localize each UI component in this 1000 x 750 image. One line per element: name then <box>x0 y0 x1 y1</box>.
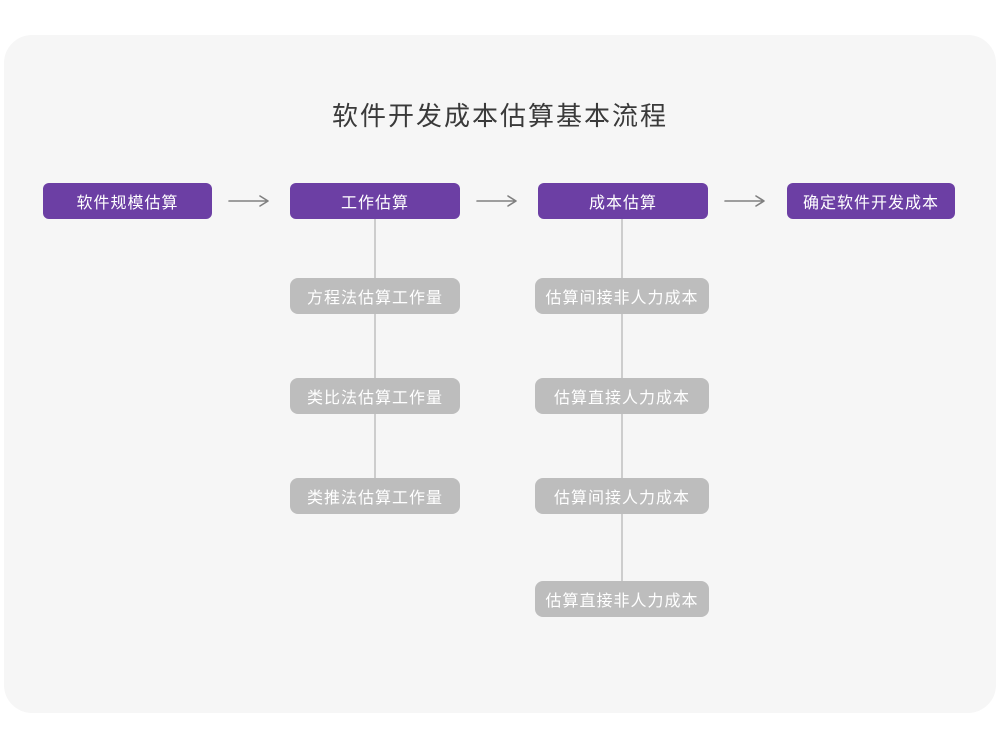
substep-indirect-labor-cost: 估算间接人力成本 <box>535 478 709 514</box>
step-label: 软件规模估算 <box>76 195 179 212</box>
substep-equation-method: 方程法估算工作量 <box>290 278 460 314</box>
substep-label: 估算直接非人力成本 <box>545 593 699 610</box>
step-label: 工作估算 <box>340 195 409 212</box>
step-work-estimation: 工作估算 <box>290 183 460 219</box>
step-label: 成本估算 <box>588 195 657 212</box>
substep-label: 估算间接非人力成本 <box>545 290 699 307</box>
substep-direct-nonlabor-cost: 估算直接非人力成本 <box>535 581 709 617</box>
substep-label: 类推法估算工作量 <box>306 490 443 507</box>
flowchart-card <box>4 35 996 713</box>
substep-direct-labor-cost: 估算直接人力成本 <box>535 378 709 414</box>
substep-extrapolation-method: 类推法估算工作量 <box>290 478 460 514</box>
substep-label: 估算直接人力成本 <box>553 390 690 407</box>
substep-label: 估算间接人力成本 <box>553 490 690 507</box>
substep-label: 类比法估算工作量 <box>306 390 443 407</box>
substep-indirect-nonlabor-cost: 估算间接非人力成本 <box>535 278 709 314</box>
step-software-scale-estimation: 软件规模估算 <box>43 183 212 219</box>
step-determine-development-cost: 确定软件开发成本 <box>787 183 955 219</box>
substep-analogy-method: 类比法估算工作量 <box>290 378 460 414</box>
diagram-title: 软件开发成本估算基本流程 <box>331 101 668 131</box>
substep-label: 方程法估算工作量 <box>306 290 443 307</box>
step-cost-estimation: 成本估算 <box>538 183 708 219</box>
step-label: 确定软件开发成本 <box>802 195 939 212</box>
